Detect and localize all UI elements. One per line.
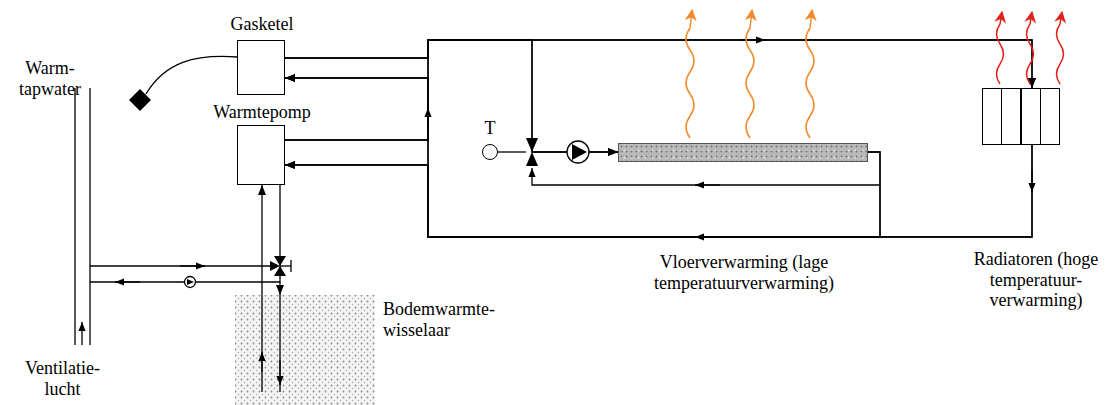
tapwater-hose — [146, 56, 237, 94]
flow-arrow — [695, 184, 720, 185]
mixing-pipe — [532, 168, 880, 185]
three-way-valve — [270, 261, 280, 271]
flow-arrow — [279, 360, 280, 385]
ground-texture — [235, 295, 375, 405]
flow-arrow — [427, 108, 428, 130]
pump-symbol — [567, 141, 589, 163]
pipe-connector — [285, 78, 1032, 237]
pipe-connector — [279, 185, 280, 295]
radiator: Radiatoren (hoge temperatuur- verwarming… — [982, 88, 1060, 145]
flow-arrow — [180, 265, 205, 266]
ground-pipe — [279, 295, 280, 392]
ventilation-pipe — [90, 265, 274, 266]
side-label: Warm- tapwater — [10, 58, 90, 99]
pump-symbol — [572, 144, 587, 160]
flow-arrow — [695, 236, 720, 237]
part-label: Bodemwarmte- wisselaar — [383, 299, 513, 340]
heat-radiation — [997, 12, 1064, 84]
heat-radiation — [686, 10, 814, 138]
pipe-connector — [285, 40, 618, 152]
ground-heat-exchanger: Bodemwarmte- wisselaar — [235, 295, 375, 405]
sensor-wire — [498, 151, 526, 152]
fan-symbol — [187, 279, 194, 285]
part-label: Vloerverwarming (lage temperatuurverwarm… — [604, 252, 884, 293]
fan-symbol — [185, 277, 196, 288]
tap-symbol — [129, 89, 151, 111]
side-label: Ventilatie- lucht — [15, 358, 110, 399]
flow-arrow — [81, 322, 82, 345]
unit-label: Gasketel — [212, 14, 312, 35]
duct-wall — [89, 88, 90, 345]
sensor-label: T — [475, 118, 505, 139]
pipe-connector — [285, 40, 1032, 140]
valve-actuator — [280, 265, 291, 266]
flow-arrow — [1031, 170, 1032, 192]
pipe-connector — [261, 185, 262, 295]
pipe-connector — [285, 152, 880, 237]
pipe-connector — [285, 40, 618, 152]
heat-pump-box: Warmtepomp — [237, 125, 285, 185]
boiler-box: Gasketel — [237, 40, 285, 95]
pipe-connector — [285, 40, 1032, 88]
duct-wall — [74, 88, 75, 345]
flow-arrow — [115, 281, 140, 282]
three-way-valve — [526, 152, 538, 166]
unit-label: Warmtepomp — [202, 102, 322, 123]
temperature-sensor: T — [482, 144, 498, 160]
pipe-connector — [285, 78, 880, 237]
part-label: Radiatoren (hoge temperatuur- verwarming… — [961, 249, 1111, 311]
floor-heating-slab: Vloerverwarming (lage temperatuurverwarm… — [618, 143, 868, 162]
flow-arrow — [261, 352, 262, 372]
ground-pipe — [261, 295, 262, 392]
flow-arrow — [740, 39, 765, 40]
three-way-valve — [526, 138, 538, 152]
